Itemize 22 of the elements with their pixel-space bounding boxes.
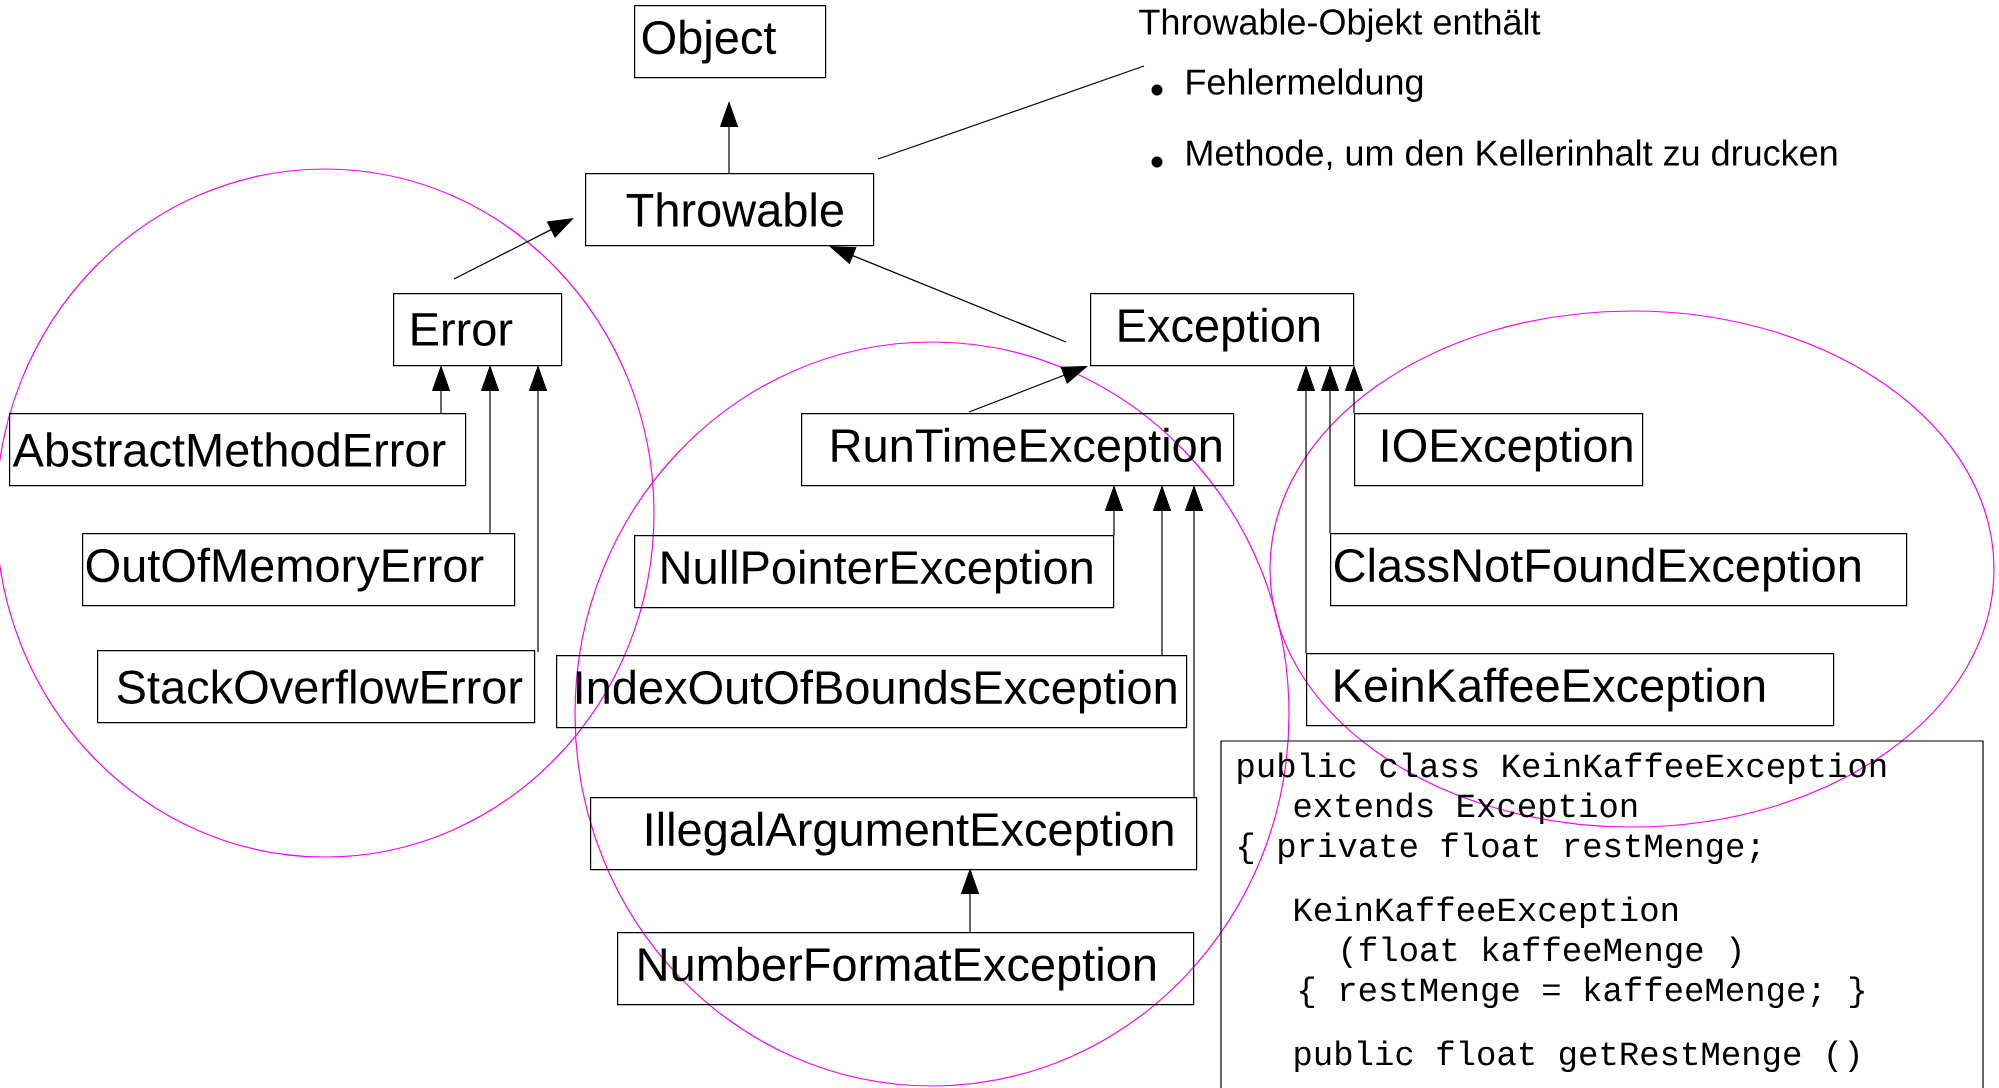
code-line: { private float restMenge;: [1239, 832, 1759, 865]
class-box: NullPointerException: [634, 535, 1115, 609]
class-box: ClassNotFoundException: [1330, 533, 1908, 607]
note-heading: Throwable-Objekt enthält: [1139, 8, 1541, 42]
code-line: KeinKaffeeException: [1295, 896, 1677, 929]
leader-line: [877, 65, 1145, 160]
class-box: Exception: [1090, 293, 1355, 367]
class-box: KeinKaffeeException: [1306, 653, 1835, 727]
code-line: public float getRestMenge (): [1295, 1040, 1858, 1073]
class-box: Throwable: [585, 173, 875, 247]
code-line: { restMenge = kaffeeMenge; }: [1300, 976, 1864, 1009]
code-box: [1220, 740, 1984, 1088]
class-box: OutOfMemoryError: [82, 533, 516, 607]
class-box: AbstractMethodError: [9, 413, 467, 487]
class-box: IllegalArgumentException: [590, 797, 1198, 871]
bullet-item: Methode, um den Kellerinhalt zu drucken: [1187, 139, 1837, 171]
class-box: Object: [634, 5, 827, 79]
class-box: IOException: [1354, 413, 1644, 487]
class-box: Error: [393, 293, 563, 367]
code-line: (float kaffeeMenge ): [1343, 936, 1740, 969]
bullet-item: Fehlermeldung: [1187, 68, 1423, 102]
class-box: StackOverflowError: [97, 650, 536, 724]
